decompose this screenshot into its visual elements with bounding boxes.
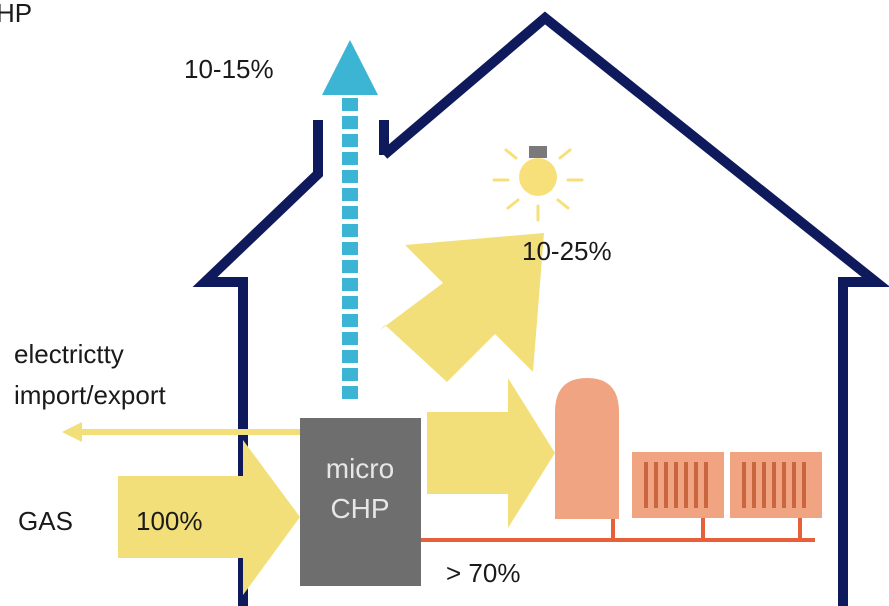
title-fragment: HP	[0, 0, 32, 28]
unit-label-line2: CHP	[330, 493, 389, 524]
unit-label-line1: micro	[326, 453, 394, 484]
house-outline	[192, 11, 889, 606]
gas-arrow	[118, 440, 300, 595]
electricity-label-line2: import/export	[14, 380, 166, 410]
light-bulb-icon	[492, 146, 584, 222]
gas-label: GAS	[18, 506, 73, 536]
radiator-icon	[632, 452, 724, 518]
hot-water-cylinder-icon	[555, 378, 619, 519]
radiator-icon	[730, 452, 822, 518]
flue-loss-label: 10-15%	[184, 54, 274, 84]
micro-chp-unit	[300, 418, 421, 586]
heat-arrow	[427, 378, 555, 528]
heat-percent-label: > 70%	[446, 558, 520, 588]
flue-arrow	[322, 40, 378, 399]
electricity-arrow	[380, 233, 544, 382]
electricity-percent-label: 10-25%	[522, 236, 612, 266]
electricity-line	[62, 422, 300, 442]
electricity-label-line1: electrictty	[14, 339, 124, 369]
heating-pipe	[420, 515, 815, 542]
gas-percent-label: 100%	[136, 506, 203, 536]
